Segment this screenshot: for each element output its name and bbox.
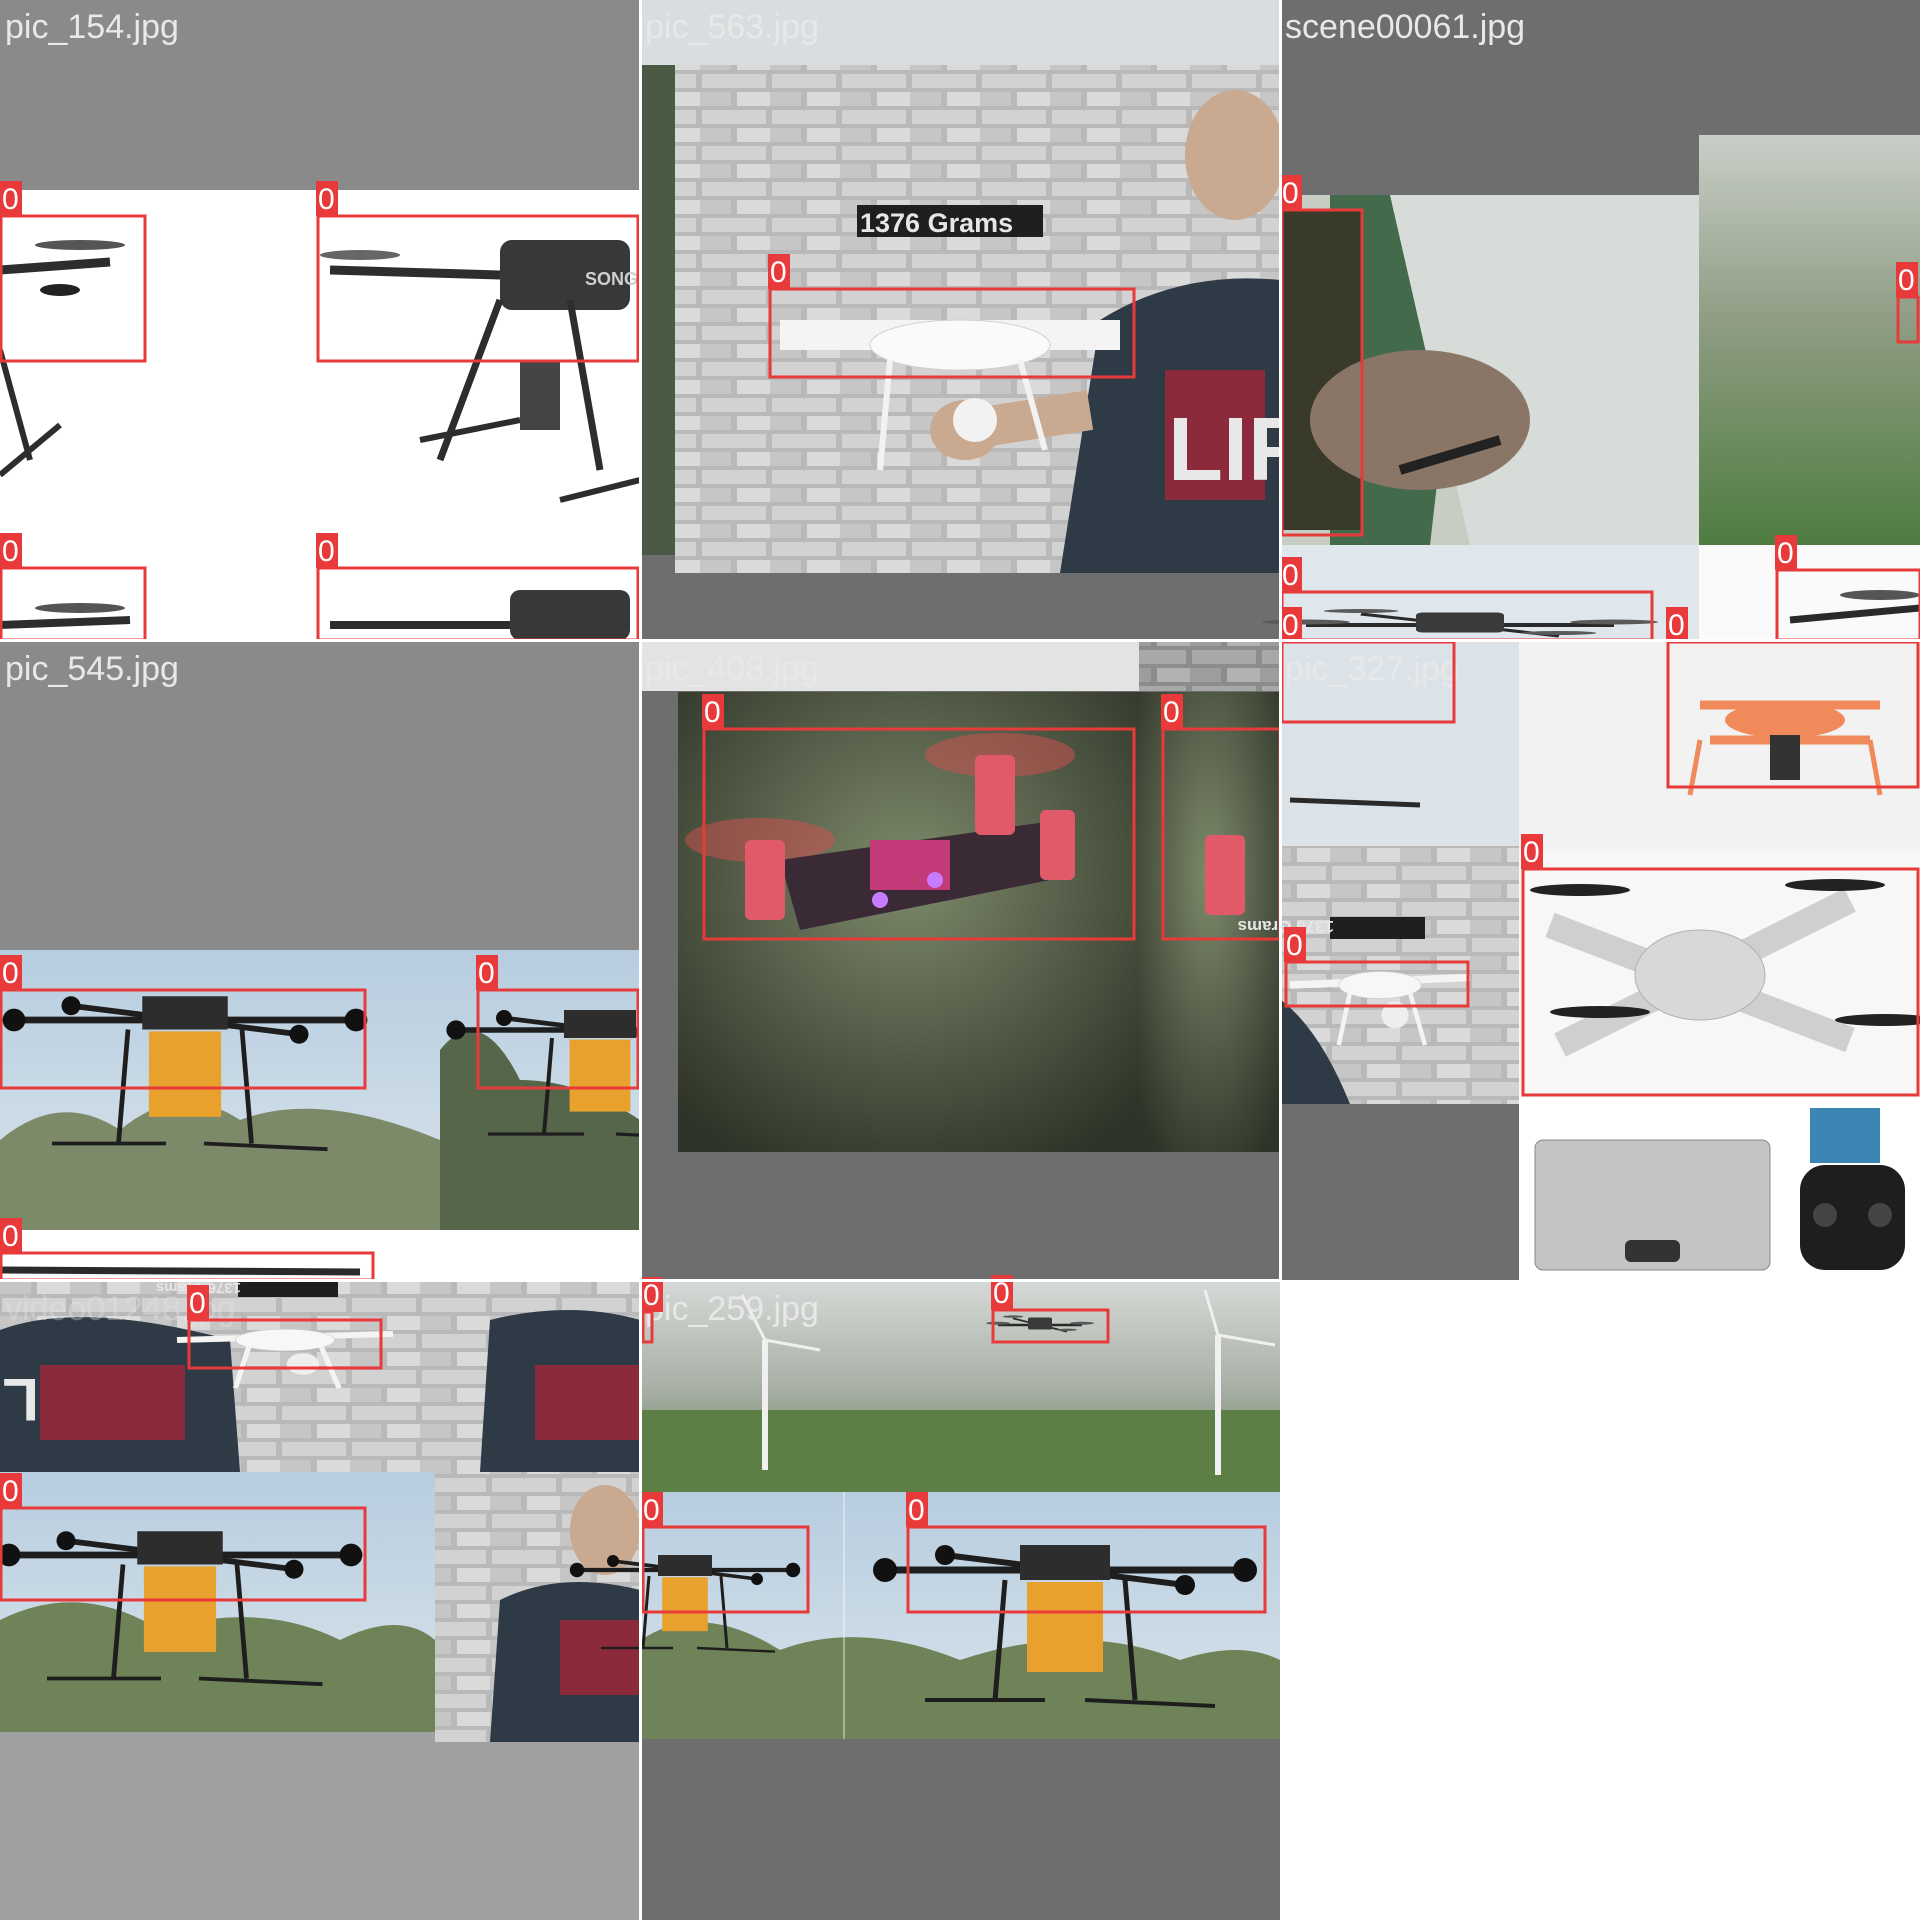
tile-pic-408: pic_408.jpg 0 0 [641,641,1282,1280]
accessories-image [1534,1108,1905,1271]
detection-box [906,1525,1267,1614]
class-tag: 0 [1286,929,1303,962]
hand-holding-drone-image [1282,210,1530,530]
image-filename: pic_259.jpg [645,1290,819,1328]
bounding-boxes: 0 0 0 [0,955,640,1282]
class-tag-bg [1280,557,1302,592]
class-tag: 0 [189,1287,206,1320]
class-tag-bg [768,254,790,289]
class-tag-bg [1280,607,1302,642]
class-tag: 0 [1898,264,1915,297]
class-tag-bg [1161,694,1183,729]
tile-pic-545: pic_545.jpg 0 0 0 [0,641,754,1282]
caption-label [238,1281,338,1297]
tile-pic-563: LIF 1376 Grams pic_563.jpg 0 [641,0,1303,640]
bounding-boxes: 0 0 [0,1285,383,1602]
class-tag: 0 [908,1494,925,1527]
class-tag: 0 [993,1277,1010,1310]
class-tag: 0 [770,256,787,289]
detection-box [0,214,147,363]
tile-pic-259: pic_259.jpg 0 0 0 0 [570,1275,1280,1920]
class-tag: 0 [2,535,19,568]
tile-pic-154: SONGAR pic_154.jpg 0 0 0 [0,0,664,642]
class-tag: 0 [1668,609,1685,642]
class-tag-bg [0,181,22,216]
class-tag-bg [906,1492,928,1527]
presenter-image: LIF [930,90,1303,573]
class-tag: 0 [2,1220,19,1253]
caption-text: 1376 Grams [860,208,1013,238]
class-tag: 0 [1777,537,1794,570]
image-filename: scene00061.jpg [1285,8,1525,46]
class-tag-bg [476,955,498,990]
image-filename: pic_327.jpg [1285,650,1459,688]
class-tag: 0 [1163,696,1180,729]
detection-box [187,1318,383,1370]
detection-box [476,988,640,1090]
class-tag: 0 [1282,609,1299,642]
tile-scene00061: scene00061.jpg 0 0 0 0 [1262,0,1920,642]
class-tag: 0 [2,1475,19,1508]
class-tag: 0 [704,696,721,729]
class-tag-bg [1284,927,1306,962]
class-tag: 0 [478,957,495,990]
class-tag-bg [316,181,338,216]
detection-box [0,1506,367,1602]
class-tag: 0 [643,1494,660,1527]
bounding-boxes: 0 [768,254,1136,379]
class-tag: 0 [1282,177,1299,210]
class-tag: 0 [2,957,19,990]
empty-cell [1281,1281,1920,1920]
detection-box [0,988,367,1090]
tile-pic-327: 1376 Grams pic_327.jpg [1238,607,1920,1280]
class-tag-bg [991,1275,1013,1310]
shirt-text: LIFE [0,1366,39,1433]
pink-drone-image [685,733,1245,930]
detection-box [1521,867,1920,1097]
class-tag-bg [0,1473,22,1508]
class-tag-bg [1521,834,1543,869]
detection-box [991,1308,1110,1344]
image-filename: pic_545.jpg [5,650,179,688]
class-tag-bg [187,1285,209,1320]
tile-video01248: LIFE 1376 Grams video01248.jpg 0 0 [0,1279,640,1920]
class-tag-bg [1775,535,1797,570]
image-filename: pic_563.jpg [645,8,819,46]
caption-label [857,205,1043,237]
wind-turbine-image [740,1289,1276,1475]
class-tag-bg [1280,175,1302,210]
image-filename: pic_154.jpg [5,8,179,46]
class-tag-bg [1896,262,1918,297]
detection-box [1284,960,1470,1008]
caption-label [1330,917,1425,939]
image-filename: pic_408.jpg [645,650,819,688]
class-tag-bg [1666,607,1688,642]
detection-box [641,1525,810,1614]
class-tag: 0 [318,183,335,216]
white-drone-image [780,319,1120,471]
class-tag: 0 [1282,559,1299,592]
class-tag-bg [316,533,338,568]
class-tag: 0 [318,535,335,568]
presenter-image: LIFE [0,1310,640,1472]
class-tag: 0 [643,1279,660,1312]
class-tag-bg [641,1492,663,1527]
detection-box [316,214,640,363]
class-tag-bg [0,533,22,568]
class-tag-bg [0,1218,22,1253]
class-tag: 0 [1523,836,1540,869]
silver-drone-image [1530,879,1920,1057]
detection-box [702,727,1136,941]
detection-box [768,287,1136,379]
caption-text: 1376 Grams [1238,917,1334,936]
class-tag-bg [641,1277,663,1312]
drone-image: SONGAR [0,240,664,640]
class-tag-bg [0,955,22,990]
bounding-boxes: 0 0 0 0 [641,1275,1267,1614]
class-tag-bg [702,694,724,729]
class-tag: 0 [2,183,19,216]
